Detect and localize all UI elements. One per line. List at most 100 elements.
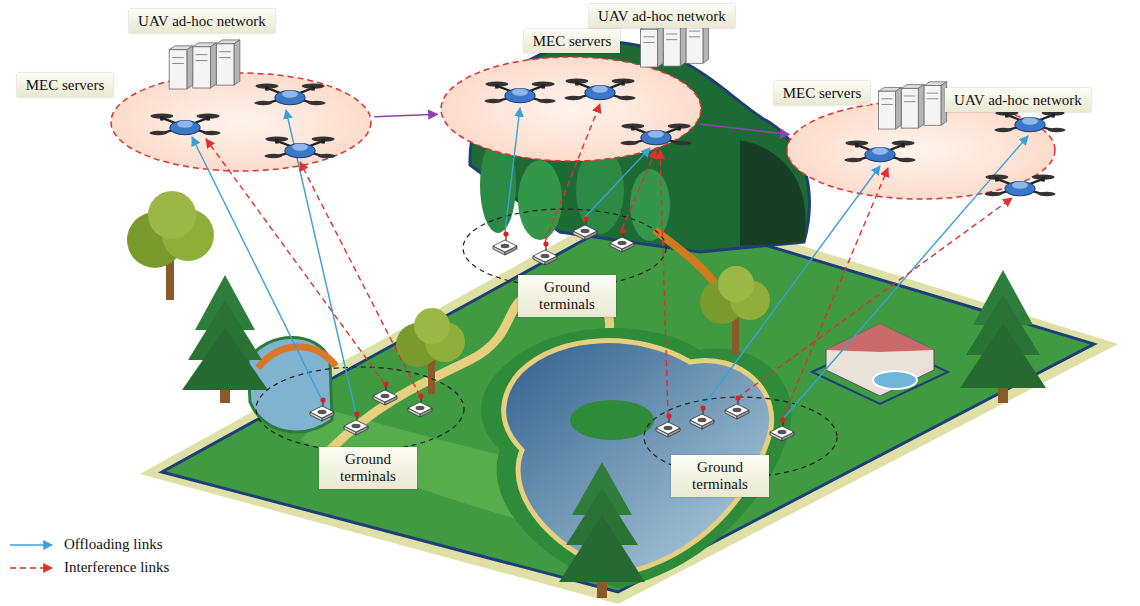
ground-terminal <box>770 417 794 441</box>
uav-drones <box>149 78 1065 196</box>
tree-branch <box>655 230 720 290</box>
cluster-outline <box>440 56 702 162</box>
ground-terminal <box>690 405 714 429</box>
offloading-link <box>505 108 520 232</box>
ground-tile <box>162 208 1094 592</box>
offloading-link <box>702 166 880 408</box>
group-label: Ground terminals <box>671 455 769 498</box>
tall-tree <box>518 160 562 240</box>
pine-layer <box>182 328 268 390</box>
legend-sample <box>8 561 58 575</box>
interference-link <box>206 139 385 384</box>
legend-row: Interference links <box>8 556 169 579</box>
label-anchor: UAV ad-hoc network <box>945 88 1091 112</box>
interference-link <box>545 104 600 242</box>
offloading-link <box>585 148 650 217</box>
ground-terminal <box>610 228 634 252</box>
network-label: UAV ad-hoc network <box>129 9 275 33</box>
uav-drone <box>264 136 335 158</box>
tree-trunk <box>732 318 739 354</box>
ground-terminal <box>493 231 517 255</box>
lake <box>504 341 772 574</box>
ground-terminal <box>408 393 432 417</box>
legend: Offloading linksInterference links <box>8 533 169 579</box>
mec-server-rack <box>879 82 947 129</box>
pine-tree <box>960 270 1046 403</box>
legend-line <box>10 544 52 545</box>
island <box>570 400 654 440</box>
uav-drone <box>994 110 1065 132</box>
tree-crown <box>148 191 196 239</box>
building-walls <box>826 324 934 396</box>
label-anchor: MEC servers <box>774 81 871 105</box>
uav-drone <box>620 123 691 145</box>
deciduous-tree <box>127 191 214 300</box>
uav-drone <box>254 83 325 105</box>
ground-terminal <box>344 411 368 435</box>
network-label: MEC servers <box>774 81 871 105</box>
interference-link <box>622 150 656 229</box>
uav-drone <box>564 78 635 100</box>
handover-arrow <box>374 114 437 116</box>
pine-layer <box>960 323 1046 388</box>
tree-trunk <box>166 260 174 300</box>
interference-link <box>300 162 420 396</box>
network-label: MEC servers <box>17 73 114 97</box>
ground-terminal <box>310 397 334 421</box>
uav-drone <box>984 174 1055 196</box>
group-label: Ground terminals <box>518 275 616 318</box>
interference-link <box>660 150 668 416</box>
ground-terminal <box>725 395 749 419</box>
interference-links <box>206 104 1012 420</box>
label-anchor: Ground terminals <box>319 447 417 490</box>
pool <box>873 371 917 389</box>
deciduous-tree <box>700 266 770 354</box>
uav-drone <box>149 113 220 135</box>
pine-tree <box>182 275 268 403</box>
label-anchor: MEC servers <box>17 73 114 97</box>
uav-drone <box>844 140 915 162</box>
offloading-link <box>192 137 322 400</box>
tree-trunk <box>428 360 435 394</box>
label-anchor: UAV ad-hoc network <box>129 9 275 33</box>
terminal-group: Ground terminals <box>255 366 465 452</box>
pine-layer <box>559 515 645 582</box>
tree-trunk <box>597 580 607 598</box>
interference-link <box>737 198 1012 398</box>
legend-text: Offloading links <box>64 536 162 553</box>
legend-line <box>10 567 52 568</box>
tree-crown <box>718 266 754 302</box>
offloading-links <box>192 108 1028 420</box>
pine-tree <box>559 462 645 598</box>
network-label: MEC servers <box>524 29 621 53</box>
group-label: Ground terminals <box>319 447 417 490</box>
label-anchor: UAV ad-hoc network <box>589 4 735 28</box>
ground-terminal <box>573 216 597 240</box>
uav-network-ellipse <box>111 73 371 171</box>
uav-cluster: UAV ad-hoc networkMEC servers <box>440 56 702 162</box>
label-anchor: MEC servers <box>524 29 621 53</box>
ground-terminal <box>656 413 680 437</box>
legend-sample <box>8 538 58 552</box>
interference-link <box>782 168 888 420</box>
lake-bank <box>481 328 792 588</box>
ground-terminal <box>373 381 397 405</box>
uav-drone <box>484 81 555 103</box>
network-label: UAV ad-hoc network <box>945 88 1091 112</box>
ground-terminal <box>533 241 557 265</box>
legend-row: Offloading links <box>8 533 169 556</box>
label-anchor: Ground terminals <box>671 455 769 498</box>
ground-terminal-devices <box>310 216 794 441</box>
handover-arrow <box>700 124 789 134</box>
deciduous-tree <box>396 308 465 394</box>
ground-border <box>140 196 1118 604</box>
network-label: UAV ad-hoc network <box>589 4 735 28</box>
legend-text: Interference links <box>64 559 169 576</box>
mec-server-rack <box>169 40 240 89</box>
building-roof <box>826 324 934 352</box>
terminal-group-ellipse <box>256 367 464 451</box>
tall-tree <box>630 169 670 241</box>
cluster-outline <box>255 366 465 452</box>
label-anchor: Ground terminals <box>518 275 616 318</box>
